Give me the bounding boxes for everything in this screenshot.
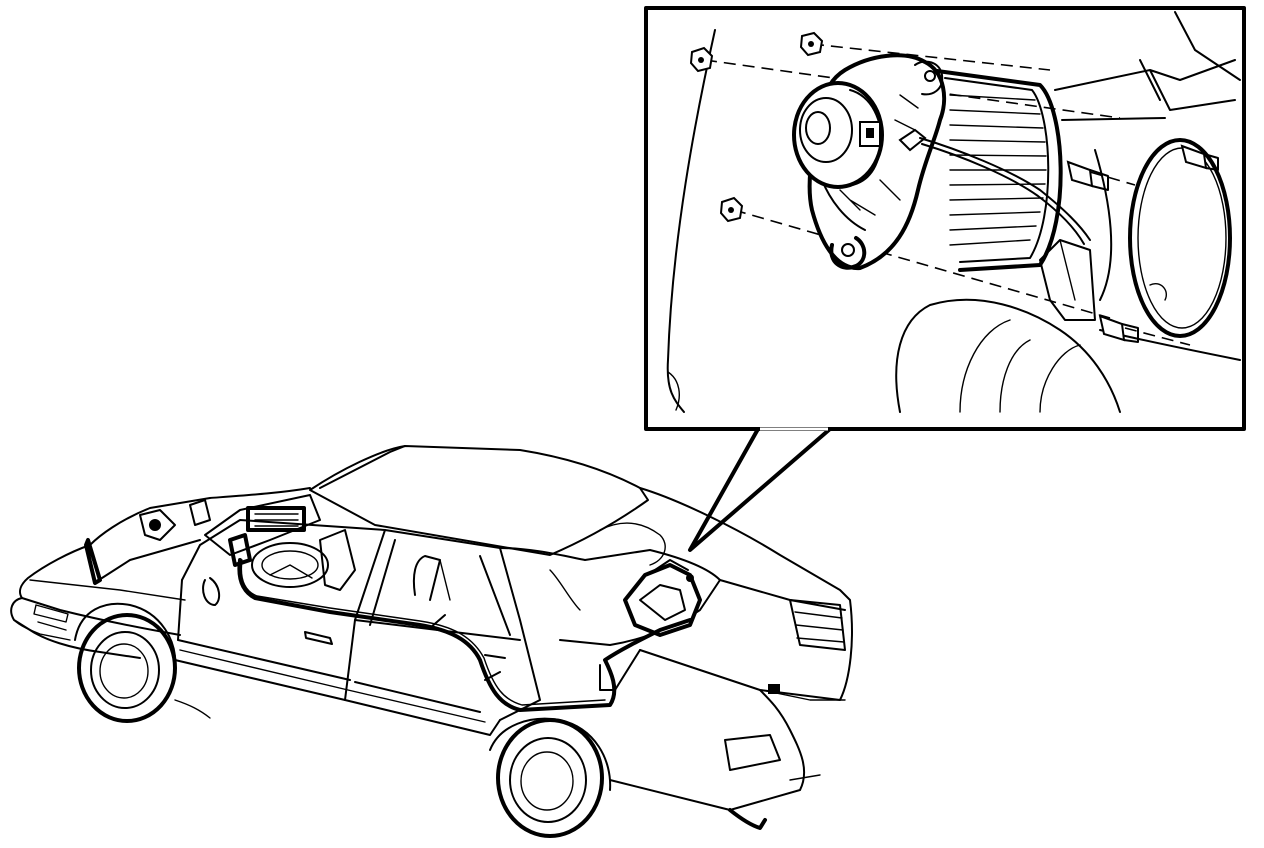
blower-motor: [792, 81, 884, 189]
heater-housing: [1054, 59, 1236, 301]
alignment-line: [1089, 171, 1136, 186]
blower-opening: [1128, 138, 1232, 338]
front-wheel: [74, 602, 177, 723]
front-bumper: [10, 597, 141, 659]
stud-icon: [1180, 144, 1219, 171]
motor-wire: [919, 137, 1091, 241]
body-panel-edge: [666, 29, 716, 413]
vehicle-cutaway: [10, 445, 853, 838]
car-hood: [19, 544, 181, 636]
exhaust-tip: [728, 808, 767, 830]
rear-blower-module: [623, 559, 702, 637]
door-handle: [304, 631, 333, 645]
stud-icon: [1066, 160, 1109, 191]
rear-wheel: [489, 717, 612, 838]
steering-wheel: [251, 542, 329, 588]
front-door: [181, 519, 386, 701]
wiring-harness: [237, 558, 692, 712]
windshield-frame: [89, 487, 311, 546]
nut-icon: [719, 196, 744, 223]
blower-wheel: [928, 68, 1063, 272]
alignment-line: [1124, 327, 1191, 346]
car-roof: [309, 445, 649, 556]
detail-inset: [644, 6, 1246, 552]
dashboard: [139, 494, 321, 567]
alignment-line: [733, 209, 1111, 319]
callout-pointer: [688, 427, 832, 552]
nut-icon: [689, 46, 714, 73]
seat: [319, 529, 356, 591]
stud-icon: [1098, 314, 1139, 343]
air-duct: [895, 298, 1121, 413]
rocker-panel: [174, 659, 501, 736]
motor-connector: [859, 121, 927, 152]
alignment-line: [811, 43, 1051, 71]
rear-door: [354, 529, 541, 721]
rear-bumper: [609, 689, 806, 811]
trunk-lid: [639, 487, 853, 701]
tail-light: [768, 599, 846, 694]
nut-icon: [799, 31, 824, 57]
